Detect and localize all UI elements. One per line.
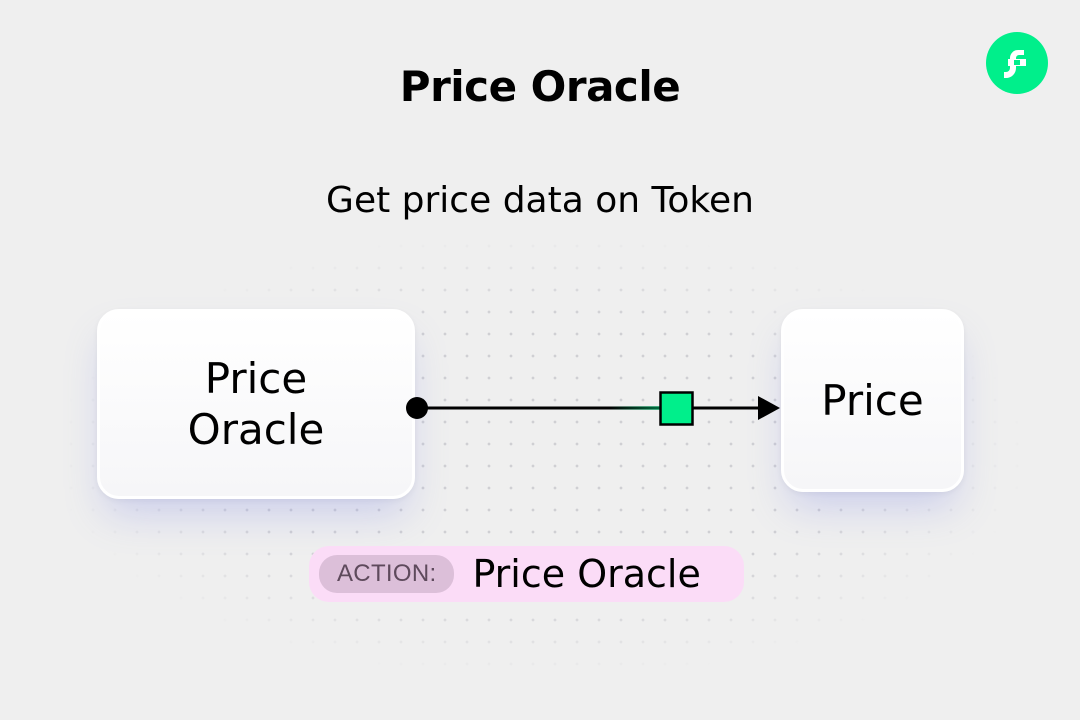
action-pill[interactable]: ACTION: Price Oracle: [309, 546, 744, 602]
connector-edge: [406, 391, 780, 426]
square-marker-icon: [659, 391, 694, 426]
source-node-label: Price Oracle: [188, 353, 325, 455]
target-node-price[interactable]: Price: [781, 309, 964, 492]
page-title: Price Oracle: [399, 62, 681, 111]
arrow-head-icon: [758, 396, 780, 420]
target-node-label: Price: [821, 375, 924, 425]
connector-glow: [610, 406, 670, 410]
flow-logo-icon: [986, 32, 1048, 94]
action-tag: ACTION:: [319, 555, 455, 593]
source-node-label-line-1: Price: [204, 353, 308, 403]
page-subtitle: Get price data on Token: [326, 180, 754, 221]
connector-start-dot-icon: [406, 397, 428, 419]
source-node-label-line-2: Oracle: [187, 405, 325, 454]
source-node-price-oracle[interactable]: Price Oracle: [97, 309, 415, 499]
action-name: Price Oracle: [472, 552, 701, 596]
